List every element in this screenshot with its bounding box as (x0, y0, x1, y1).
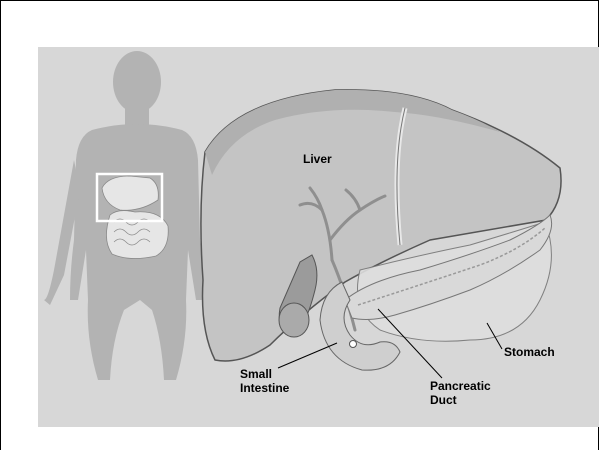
label-small-intestine: Small Intestine (240, 367, 289, 395)
label-pancreatic-duct: Pancreatic Duct (430, 379, 491, 407)
label-liver: Liver (303, 152, 332, 166)
label-stomach: Stomach (504, 345, 555, 359)
